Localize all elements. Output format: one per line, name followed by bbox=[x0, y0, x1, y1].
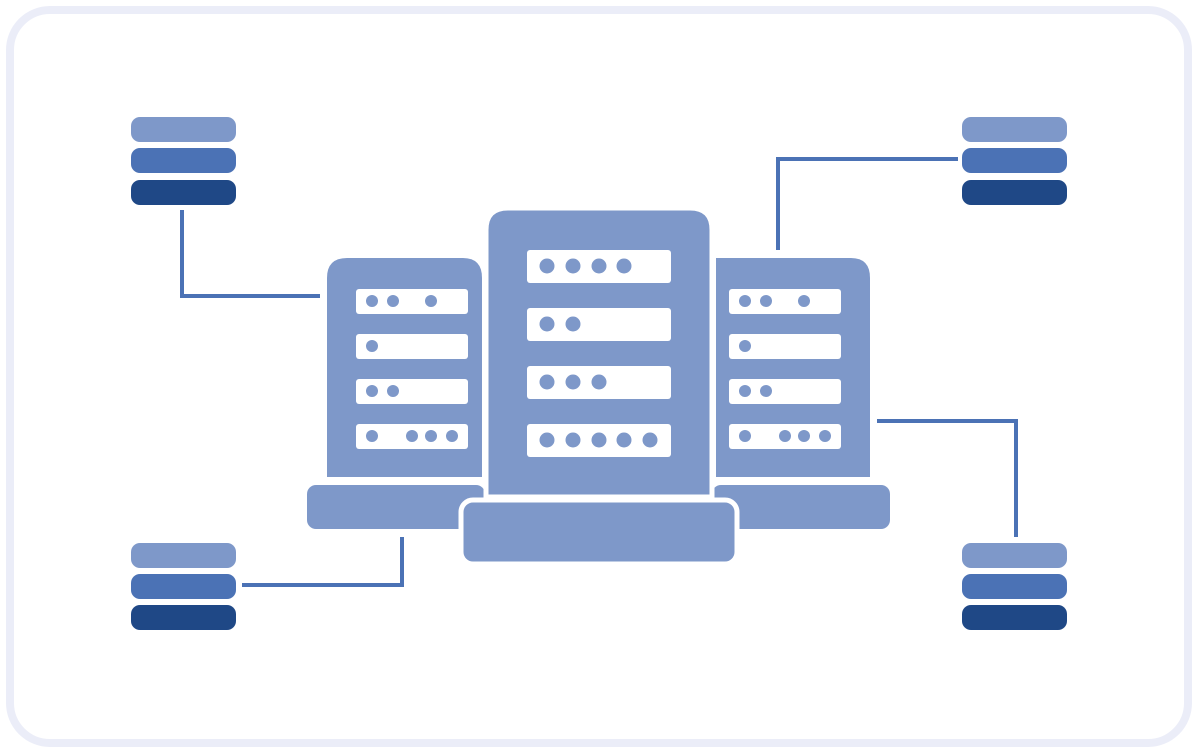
bottom-left-database-icon bbox=[131, 543, 236, 630]
connector-bottom-right bbox=[877, 419, 1018, 537]
connector-lines bbox=[180, 157, 1018, 587]
top-right-database-icon bbox=[962, 117, 1067, 205]
connector-top-left bbox=[180, 210, 320, 298]
connector-top-right bbox=[776, 157, 958, 250]
bottom-right-database-icon bbox=[962, 543, 1067, 630]
top-left-database-icon bbox=[131, 117, 236, 205]
center-server-icon bbox=[458, 205, 740, 567]
connector-bottom-left bbox=[242, 537, 404, 587]
right-server-icon bbox=[712, 258, 890, 529]
left-server-icon bbox=[307, 258, 485, 529]
